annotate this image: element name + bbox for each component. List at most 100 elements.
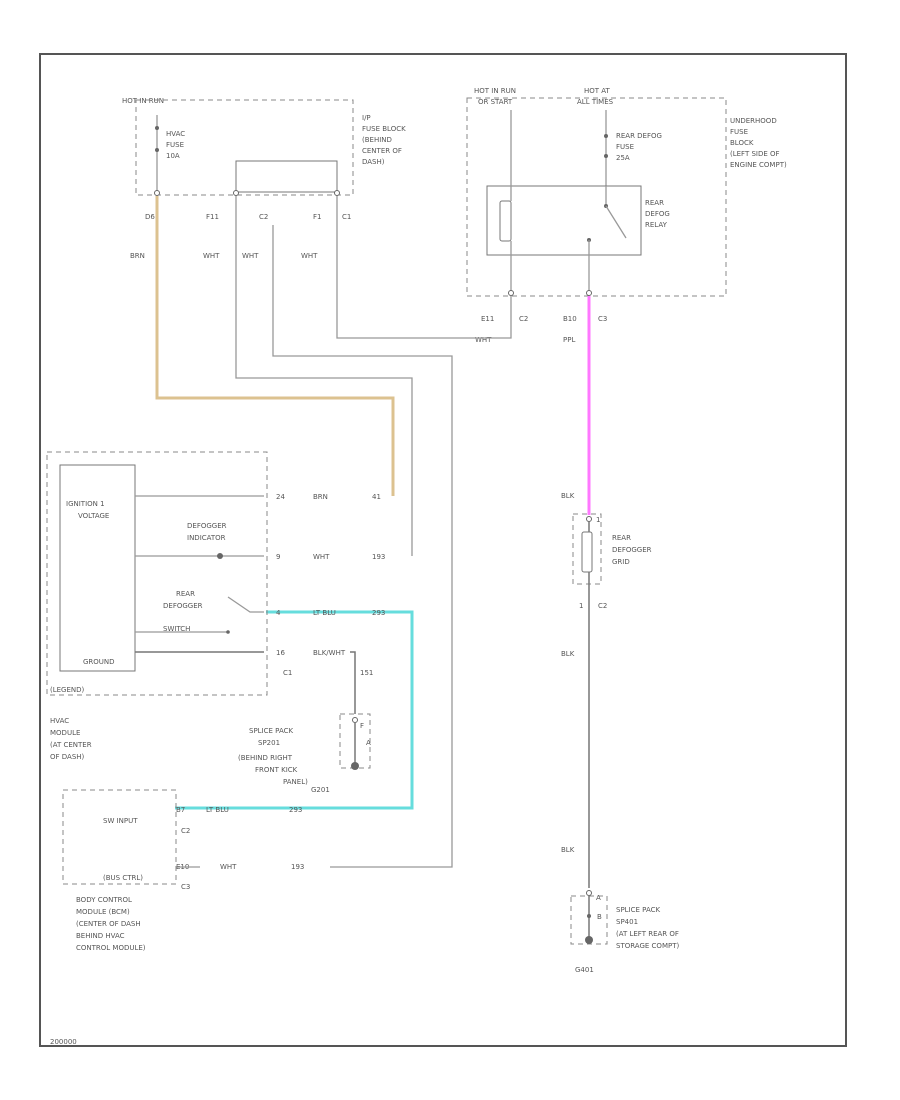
wht-wire-f1: [336, 196, 512, 339]
grid-conn-c2: C2: [598, 602, 607, 610]
defogger-switch-icon: [227, 596, 264, 613]
switch-label-3: SWITCH: [163, 625, 190, 633]
wire-color-wht-1: WHT: [203, 252, 220, 260]
rear-defog-fuse-3: 25A: [616, 154, 630, 162]
bcm-color-wht: WHT: [220, 863, 237, 871]
bcm-desc-4: BEHIND HVAC: [76, 932, 125, 940]
bcm-conn-c3: C3: [181, 883, 190, 891]
pin-f1: F1: [313, 213, 321, 221]
grid-heater-icon: [581, 531, 593, 573]
sp201-ground: G201: [311, 786, 330, 794]
switch-label-2: DEFOGGER: [163, 602, 203, 610]
sp401-ground: G401: [575, 966, 594, 974]
wht-wire-f11: [235, 196, 413, 556]
sp401-label-2: SP401: [616, 918, 638, 926]
hvac-desc-1: HVAC: [50, 717, 69, 725]
sp401-label-1: SPLICE PACK: [616, 906, 660, 914]
sp201-label-2: SP201: [258, 739, 280, 747]
wire-color-wht-2: WHT: [242, 252, 259, 260]
pin-c3: C3: [598, 315, 607, 323]
bcm-bus-ctrl: (BUS CTRL): [103, 874, 143, 882]
rear-defog-fuse-1: REAR DEFOG: [616, 132, 662, 140]
row4-color: BLK/WHT: [313, 649, 346, 657]
underhood-fuse-block: HOT IN RUN OR START HOT AT ALL TIMES UND…: [466, 87, 787, 344]
hot-run-start-1: HOT IN RUN: [474, 87, 516, 95]
bcm-circuit-293: 293: [289, 806, 302, 814]
rear-defog-fuse-2: FUSE: [616, 143, 634, 151]
switch-label-1: REAR: [176, 590, 195, 598]
hvac-fuse-label-2: FUSE: [166, 141, 184, 149]
row1-circuit: 41: [372, 493, 381, 501]
grid-blk-mid: BLK: [561, 650, 575, 658]
ip-pin-d6: [154, 190, 160, 196]
pin-d6: D6: [145, 213, 155, 221]
rear-defogger-grid: BLK 1 REAR DEFOGGER GRID 1 C2 BLK BLK: [561, 492, 652, 854]
row1-pin: 24: [276, 493, 285, 501]
sp401-pin-a: A: [596, 894, 601, 902]
row2-circuit: 193: [372, 553, 385, 561]
bcm-circuit-193: 193: [291, 863, 304, 871]
rear-defog-relay-box: [486, 185, 642, 256]
row3-color: LT BLU: [313, 609, 336, 617]
ip-block-label-5: DASH): [362, 158, 385, 166]
sp201-label-1: SPLICE PACK: [249, 727, 293, 735]
bcm-conn-c2: C2: [181, 827, 190, 835]
grid-blk-top: BLK: [561, 492, 575, 500]
underhood-label-4: (LEFT SIDE OF: [730, 150, 780, 158]
ppl-label: PPL: [563, 336, 575, 344]
ground-label: GROUND: [83, 658, 115, 666]
sp201-label-3: (BEHIND RIGHT: [238, 754, 293, 762]
ip-fuse-block: HOT IN RUN HVAC FUSE 10A I/P FUSE BLOCK …: [122, 97, 406, 260]
hot-in-run-label: HOT IN RUN: [122, 97, 164, 105]
hvac-fuse-label-1: HVAC: [166, 130, 185, 138]
relay-switch-icon: [605, 205, 627, 239]
pin-b10: B10: [563, 315, 577, 323]
sp401-label-4: STORAGE COMPT): [616, 942, 679, 950]
sp401-label-3: (AT LEFT REAR OF: [616, 930, 679, 938]
pin-c2-right: C2: [519, 315, 528, 323]
row1-color: BRN: [313, 493, 328, 501]
blk-wht-wire: [350, 651, 356, 714]
bcm-pin-b7: B7: [176, 806, 185, 814]
splice-sp401: A B SPLICE PACK SP401 (AT LEFT REAR OF S…: [570, 890, 679, 974]
grid-label-3: GRID: [612, 558, 630, 566]
footer-code: 200000: [50, 1038, 77, 1046]
bcm-desc-2: MODULE (BCM): [76, 908, 130, 916]
hvac-legend: (LEGEND): [50, 686, 85, 694]
underhood-label-5: ENGINE COMPT): [730, 161, 787, 169]
wire-color-brn: BRN: [130, 252, 145, 260]
pin-c1: C1: [342, 213, 351, 221]
ignition-label-2: VOLTAGE: [78, 512, 109, 520]
underhood-label-1: UNDERHOOD: [730, 117, 777, 125]
hvac-fuse-label-3: 10A: [166, 152, 180, 160]
bcm-color-ltblu: LT BLU: [206, 806, 229, 814]
grid-pin-bottom: 1: [579, 602, 583, 610]
brn-wire: [155, 196, 395, 496]
diagram-frame: [39, 53, 847, 1047]
relay-label-1: REAR: [645, 199, 664, 207]
pin-c2: C2: [259, 213, 268, 221]
underhood-label-2: FUSE: [730, 128, 748, 136]
hvac-desc-4: OF DASH): [50, 753, 85, 761]
underhood-label-3: BLOCK: [730, 139, 754, 147]
pin-f11: F11: [206, 213, 219, 221]
ip-block-label-4: CENTER OF: [362, 147, 402, 155]
wire-color-wht-3: WHT: [301, 252, 318, 260]
row4-pin: 16: [276, 649, 285, 657]
row2-color: WHT: [313, 553, 330, 561]
grid-label-1: REAR: [612, 534, 631, 542]
hvac-desc-2: MODULE: [50, 729, 80, 737]
bcm-sw-input: SW INPUT: [103, 817, 138, 825]
ignition-label-1: IGNITION 1: [66, 500, 105, 508]
hot-all-times-1: HOT AT: [584, 87, 611, 95]
relay-label-2: DEFOG: [645, 210, 670, 218]
lt-blu-wire: [175, 610, 414, 810]
ip-block-label-2: FUSE BLOCK: [362, 125, 406, 133]
ip-pin-f11: [233, 190, 239, 196]
indicator-label-1: DEFOGGER: [187, 522, 227, 530]
underhood-pin-b10: [586, 290, 592, 296]
ip-pin-f1: [334, 190, 340, 196]
sp401-ground-icon: [585, 936, 593, 944]
relay-coil-icon: [499, 200, 512, 242]
